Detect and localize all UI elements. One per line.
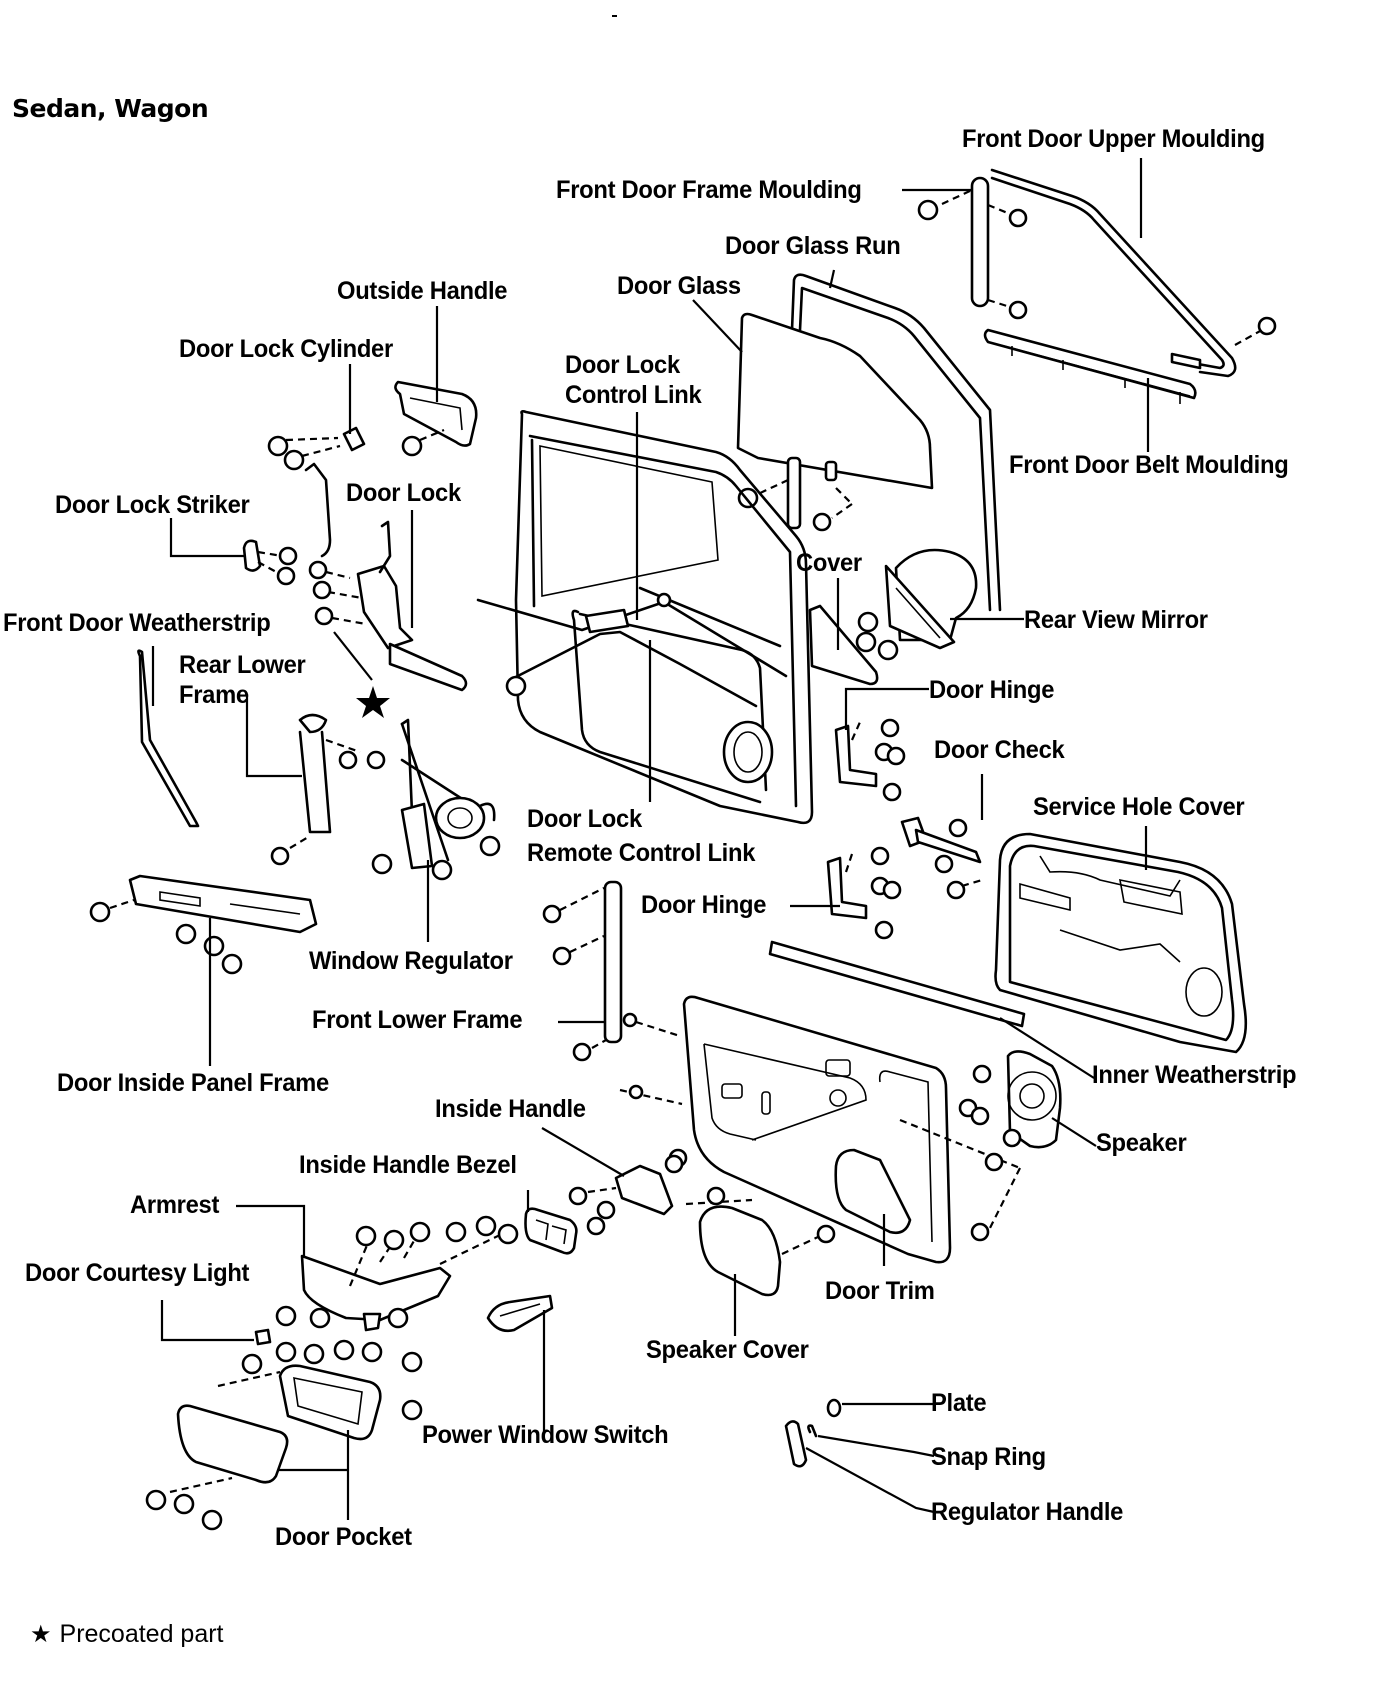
label-front-lower-frame: Front Lower Frame (312, 1006, 523, 1034)
label-regulator-handle: Regulator Handle (931, 1498, 1124, 1526)
cover-part (808, 604, 879, 686)
label-rear-lower-frame-line2: Frame (179, 681, 249, 709)
label-door-hinge-lower: Door Hinge (641, 891, 767, 919)
window-regulator-part (371, 718, 501, 881)
label-door-lock-control-link-line2: Control Link (565, 381, 702, 409)
label-outside-handle: Outside Handle (337, 277, 508, 305)
label-cover: Cover (796, 549, 862, 577)
door-lock-control-link-part (476, 592, 788, 678)
front-door-upper-moulding-part (990, 168, 1277, 378)
inside-handle-part (568, 1154, 684, 1236)
door-courtesy-light-part (254, 1328, 272, 1346)
door-lock-remote-control-link-part (505, 608, 758, 708)
service-hole-cover-part (994, 832, 1248, 1054)
front-door-belt-moulding-part (983, 328, 1197, 404)
label-door-trim: Door Trim (825, 1277, 935, 1305)
front-lower-frame-part (542, 880, 681, 1062)
label-inside-handle: Inside Handle (435, 1095, 586, 1123)
label-door-pocket: Door Pocket (275, 1523, 412, 1551)
door-trim-part (619, 995, 1021, 1264)
speaker-cover-part (685, 1186, 836, 1297)
label-door-courtesy-light: Door Courtesy Light (25, 1259, 250, 1287)
label-door-lock-remote-control-link-line1: Door Lock (527, 805, 642, 833)
legend-note: ★ Precoated part (30, 1620, 224, 1649)
label-door-hinge-upper: Door Hinge (929, 676, 1055, 704)
leader-lines (151, 158, 1150, 1520)
door-pocket-part (145, 1339, 423, 1531)
label-service-hole-cover: Service Hole Cover (1033, 793, 1245, 821)
door-lock-striker-part (242, 539, 298, 586)
door-hinge-lower-part (826, 846, 902, 940)
label-rear-view-mirror: Rear View Mirror (1024, 606, 1208, 634)
inner-weatherstrip-part (768, 940, 1026, 1028)
scan-mark (612, 15, 617, 17)
legend-note-text: Precoated part (59, 1620, 224, 1648)
label-rear-lower-frame-line1: Rear Lower (179, 651, 306, 679)
door-check-part (900, 816, 983, 900)
door-lock-cylinder-part (267, 426, 366, 471)
label-door-lock-striker: Door Lock Striker (55, 491, 250, 519)
rear-lower-frame-part (270, 713, 386, 866)
outside-handle-part (394, 380, 478, 457)
label-door-inside-panel-frame: Door Inside Panel Frame (57, 1069, 329, 1097)
label-door-lock: Door Lock (346, 479, 461, 507)
label-door-lock-remote-control-link-line2: Remote Control Link (527, 839, 756, 867)
regulator-handle-parts (784, 1398, 842, 1468)
door-lock-part (304, 462, 468, 692)
label-speaker: Speaker (1096, 1129, 1187, 1157)
front-door-weatherstrip-part (137, 649, 200, 828)
label-door-check: Door Check (934, 736, 1065, 764)
label-armrest: Armrest (130, 1191, 220, 1219)
star-icon: ★ (30, 1621, 52, 1648)
armrest-part (275, 1215, 519, 1332)
label-front-door-frame-moulding: Front Door Frame Moulding (556, 176, 862, 204)
precoated-star-icon (356, 686, 390, 718)
label-inner-weatherstrip: Inner Weatherstrip (1092, 1061, 1297, 1089)
label-front-door-upper-moulding: Front Door Upper Moulding (962, 125, 1265, 153)
label-door-glass-run: Door Glass Run (725, 232, 901, 260)
door-inside-panel-frame-part (89, 874, 318, 975)
label-door-lock-control-link-line1: Door Lock (565, 351, 680, 379)
speaker-part (958, 1050, 1062, 1149)
label-inside-handle-bezel: Inside Handle Bezel (299, 1151, 517, 1179)
variant-title: Sedan, Wagon (12, 94, 209, 123)
label-door-lock-cylinder: Door Lock Cylinder (179, 335, 393, 363)
power-window-switch-part (486, 1294, 554, 1333)
label-speaker-cover: Speaker Cover (646, 1336, 809, 1364)
door-inner-panel-part (514, 410, 814, 825)
front-door-frame-moulding-part (917, 176, 1028, 320)
label-plate: Plate (931, 1389, 987, 1417)
door-glass-run-part (790, 273, 1002, 612)
label-front-door-belt-moulding: Front Door Belt Moulding (1009, 451, 1289, 479)
door-glass-part (736, 312, 934, 532)
inside-handle-bezel-part (524, 1207, 578, 1255)
rear-view-mirror-part (855, 548, 978, 661)
label-window-regulator: Window Regulator (309, 947, 513, 975)
label-door-glass: Door Glass (617, 272, 741, 300)
label-snap-ring: Snap Ring (931, 1443, 1046, 1471)
door-hinge-upper-part (834, 718, 906, 802)
label-power-window-switch: Power Window Switch (422, 1421, 669, 1449)
label-front-door-weatherstrip: Front Door Weatherstrip (3, 609, 271, 637)
